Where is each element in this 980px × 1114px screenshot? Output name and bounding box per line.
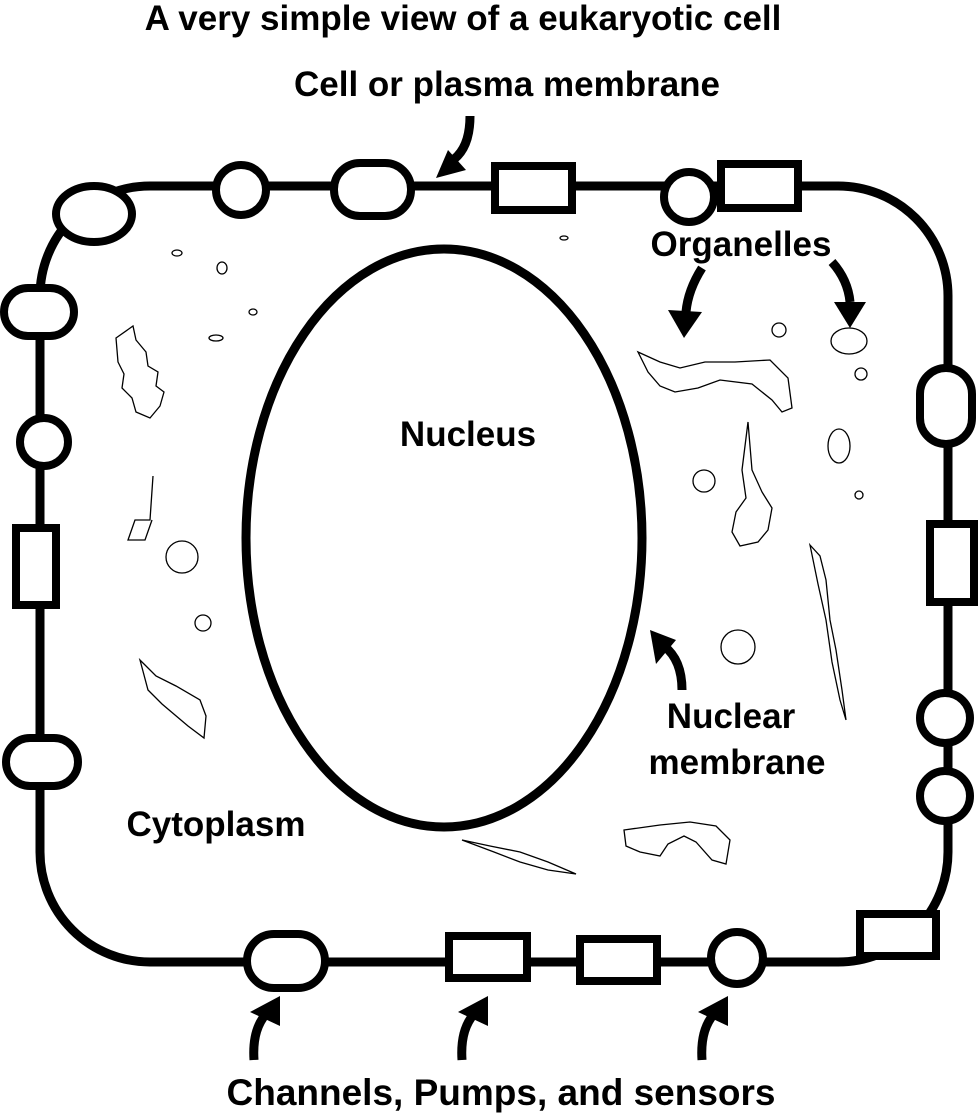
pump-protein — [576, 935, 661, 985]
arrow-channels — [249, 996, 280, 1061]
channel-protein — [243, 930, 329, 992]
organelle-vesicle — [208, 334, 224, 342]
organelle-vesicle — [854, 367, 868, 381]
organelle-irregular — [731, 421, 773, 547]
channel-protein — [0, 284, 78, 340]
arrow-pumps — [457, 996, 488, 1061]
membrane-proteins-bottom — [243, 910, 940, 992]
arrow-sensors — [697, 996, 728, 1061]
organelle-vesicle — [194, 614, 212, 632]
sensor-protein — [707, 928, 767, 988]
channel-protein — [330, 159, 415, 220]
cytoplasm-label: Cytoplasm — [127, 805, 306, 844]
organelle-vesicle — [830, 327, 868, 355]
pump-protein — [717, 160, 802, 212]
sensor-protein — [212, 161, 270, 219]
organelle-vesicle — [827, 428, 851, 464]
organelle-vesicle — [248, 308, 258, 316]
arrow-plasma-membrane — [436, 115, 475, 178]
membrane-proteins-top — [52, 159, 802, 246]
organelle-vesicle — [559, 235, 569, 241]
pump-protein — [12, 524, 60, 609]
organelles — [115, 235, 868, 875]
nucleus-label: Nucleus — [400, 415, 536, 454]
channel-protein — [2, 734, 82, 790]
arrow-nuclear-membrane — [650, 630, 687, 691]
organelle-vesicle — [165, 540, 199, 574]
arrow-organelle-right — [828, 259, 866, 328]
organelle-irregular — [623, 821, 731, 865]
diagram-title: A very simple view of a eukaryotic cell — [145, 0, 782, 38]
nuclear-membrane-label-line2: membrane — [648, 743, 825, 782]
pump-protein — [926, 520, 978, 606]
channel-protein — [916, 364, 976, 448]
organelle-vesicle — [720, 629, 756, 665]
nuclear-membrane-label-line1: Nuclear — [667, 697, 796, 736]
arrow-organelle-left — [668, 265, 706, 338]
organelle-irregular — [138, 657, 207, 740]
pump-protein — [445, 932, 531, 982]
nucleus — [241, 244, 647, 832]
organelle-vesicle — [171, 249, 183, 257]
membrane-proteins-right — [916, 364, 978, 825]
organelle-irregular — [115, 324, 165, 419]
pump-protein — [856, 910, 940, 960]
organelle-irregular — [127, 475, 154, 541]
sensor-protein — [916, 689, 974, 747]
organelles-label: Organelles — [651, 225, 832, 264]
organelle-vesicle — [854, 490, 864, 500]
organelle-irregular — [461, 839, 577, 875]
organelle-irregular — [636, 350, 793, 413]
channel-protein — [52, 182, 136, 246]
organelle-vesicle — [771, 322, 787, 338]
sensor-protein — [660, 168, 718, 226]
organelle-vesicle — [216, 261, 228, 275]
organelle-vesicle — [692, 469, 716, 493]
sensor-protein — [16, 414, 72, 470]
plasma-membrane-label: Cell or plasma membrane — [294, 65, 720, 104]
membrane-proteins-left — [0, 284, 82, 790]
pump-protein — [491, 162, 576, 214]
sensor-protein — [916, 767, 974, 825]
channels-pumps-sensors-label: Channels, Pumps, and sensors — [227, 1072, 776, 1113]
organelle-irregular — [808, 542, 847, 721]
